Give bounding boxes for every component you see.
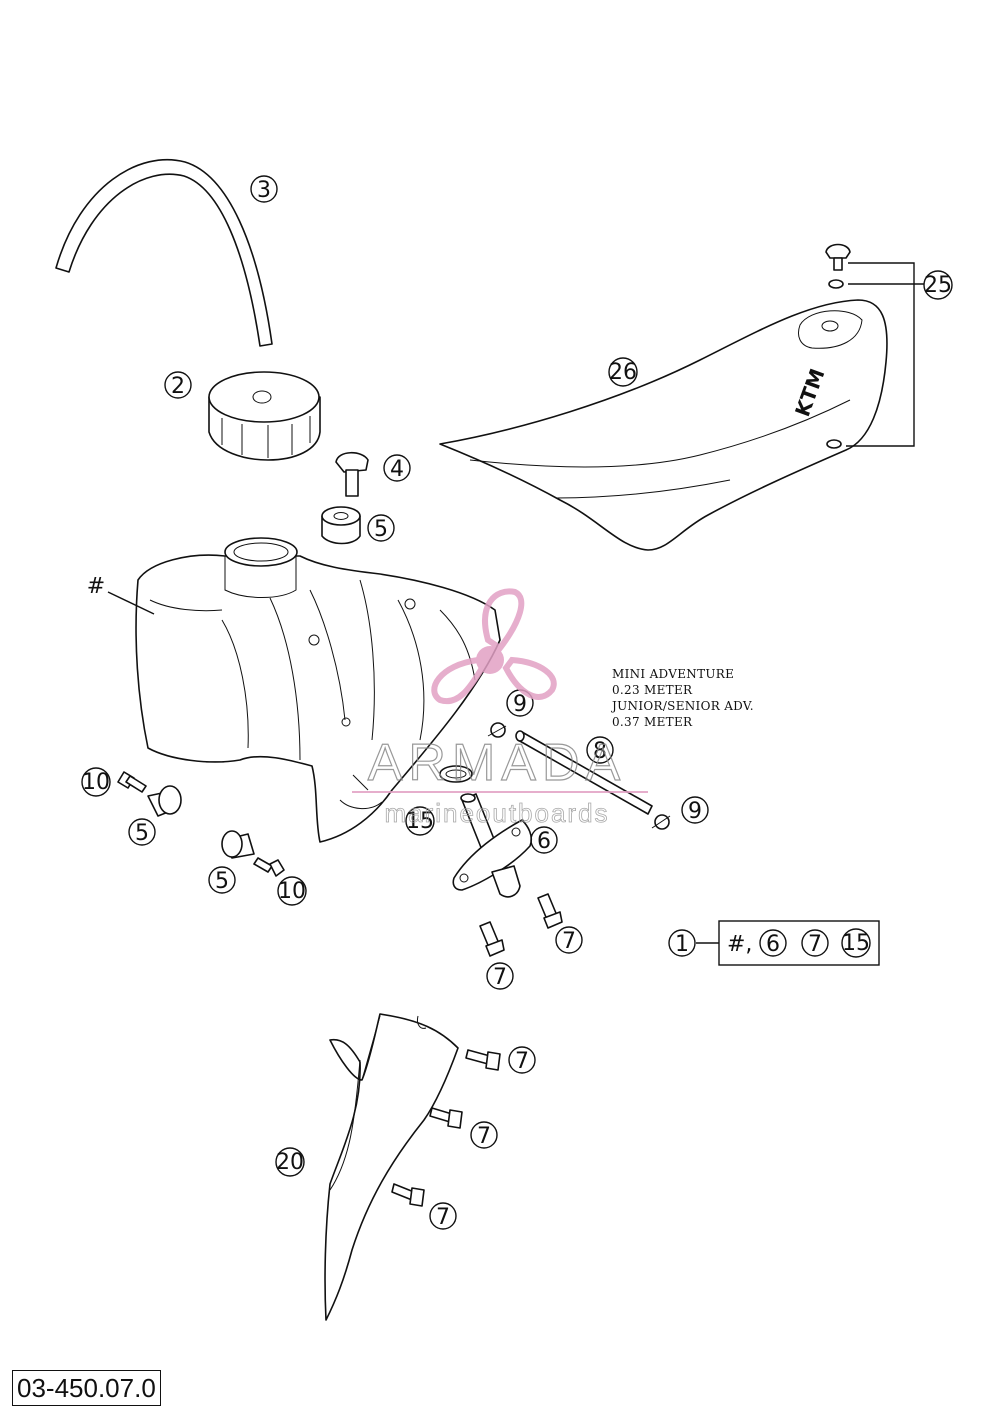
svg-text:15: 15 — [406, 809, 434, 834]
rubber-bushing — [221, 830, 255, 859]
svg-text:9: 9 — [688, 799, 702, 824]
callout-7: 7 — [470, 1121, 498, 1149]
svg-text:7: 7 — [493, 965, 507, 990]
callout-1: 1 — [675, 932, 689, 957]
screw — [335, 451, 369, 497]
callout-5: 5 — [367, 514, 395, 542]
svg-text:10: 10 — [82, 770, 110, 795]
callout-15: 15 — [405, 806, 435, 836]
note-line-3: JUNIOR/SENIOR ADV. — [610, 699, 754, 713]
svg-text:25: 25 — [924, 273, 952, 298]
screw — [537, 893, 563, 929]
callout-20: 20 — [275, 1147, 305, 1177]
fuel-tank — [135, 537, 501, 843]
svg-text:3: 3 — [257, 178, 271, 203]
callout-7: 7 — [429, 1202, 457, 1230]
callout-6: 6 — [530, 826, 558, 854]
fuel-cap — [208, 371, 321, 461]
callout-4: 4 — [383, 454, 411, 482]
bolt — [117, 771, 147, 793]
bolt — [253, 857, 285, 877]
seat: KTM — [439, 299, 888, 551]
diagram-reference-code: 03-450.07.0 — [12, 1370, 161, 1406]
assembly-item-7: 7 — [808, 932, 822, 957]
rubber-bushing — [321, 506, 361, 545]
svg-text:10: 10 — [278, 879, 306, 904]
callout-10: 10 — [81, 767, 111, 797]
fuel-hose — [515, 730, 653, 815]
fuel-tap — [452, 793, 533, 898]
svg-text:6: 6 — [537, 829, 551, 854]
callout-7: 7 — [555, 926, 583, 954]
callout-2: 2 — [164, 371, 192, 399]
callout-10: 10 — [277, 876, 307, 906]
callout-26: 26 — [608, 357, 638, 387]
svg-text:2: 2 — [171, 374, 185, 399]
leader-line — [107, 591, 155, 615]
tank-spoiler — [324, 1013, 459, 1321]
hose-clamp — [651, 814, 671, 830]
assembly-legend: 1 #, 6 7 15 — [668, 920, 880, 966]
seat-screw-set — [825, 243, 924, 449]
rubber-bushing — [147, 785, 182, 817]
svg-text:5: 5 — [374, 517, 388, 542]
svg-text:5: 5 — [135, 821, 149, 846]
watermark-brand: ARMADA — [368, 734, 626, 792]
tank-marker: # — [87, 574, 105, 599]
screw — [391, 1183, 425, 1207]
svg-text:20: 20 — [276, 1150, 304, 1175]
callout-3: 3 — [250, 175, 278, 203]
svg-text:5: 5 — [215, 869, 229, 894]
screw — [479, 921, 505, 957]
hose-clamp — [487, 722, 507, 738]
o-ring — [439, 765, 473, 783]
callout-7: 7 — [508, 1046, 536, 1074]
svg-text:26: 26 — [609, 360, 637, 385]
callout-5: 5 — [208, 866, 236, 894]
screw — [465, 1049, 501, 1071]
svg-text:8: 8 — [593, 739, 607, 764]
callout-25: 25 — [923, 270, 953, 300]
note-line-1: MINI ADVENTURE — [612, 667, 734, 681]
assembly-item-6: 6 — [766, 932, 780, 957]
assembly-item-15: 15 — [842, 931, 870, 956]
callout-7: 7 — [486, 962, 514, 990]
watermark-propeller-logo — [431, 588, 557, 705]
svg-text:7: 7 — [436, 1205, 450, 1230]
vent-hose — [55, 158, 273, 347]
svg-text:7: 7 — [515, 1049, 529, 1074]
assembly-prefix: #, — [727, 932, 752, 957]
note-line-2: 0.23 METER — [612, 683, 693, 697]
screw — [429, 1107, 463, 1129]
callout-9: 9 — [681, 796, 709, 824]
svg-text:4: 4 — [390, 457, 404, 482]
callout-8: 8 — [586, 736, 614, 764]
svg-text:7: 7 — [562, 929, 576, 954]
watermark-tagline: marineoutboards — [384, 798, 609, 828]
svg-text:7: 7 — [477, 1124, 491, 1149]
watermark: ARMADA marineoutboards — [352, 588, 648, 828]
callout-5: 5 — [128, 818, 156, 846]
note-line-4: 0.37 METER — [612, 715, 693, 729]
svg-text:9: 9 — [513, 692, 527, 717]
hose-length-note: MINI ADVENTURE 0.23 METER JUNIOR/SENIOR … — [610, 667, 754, 729]
